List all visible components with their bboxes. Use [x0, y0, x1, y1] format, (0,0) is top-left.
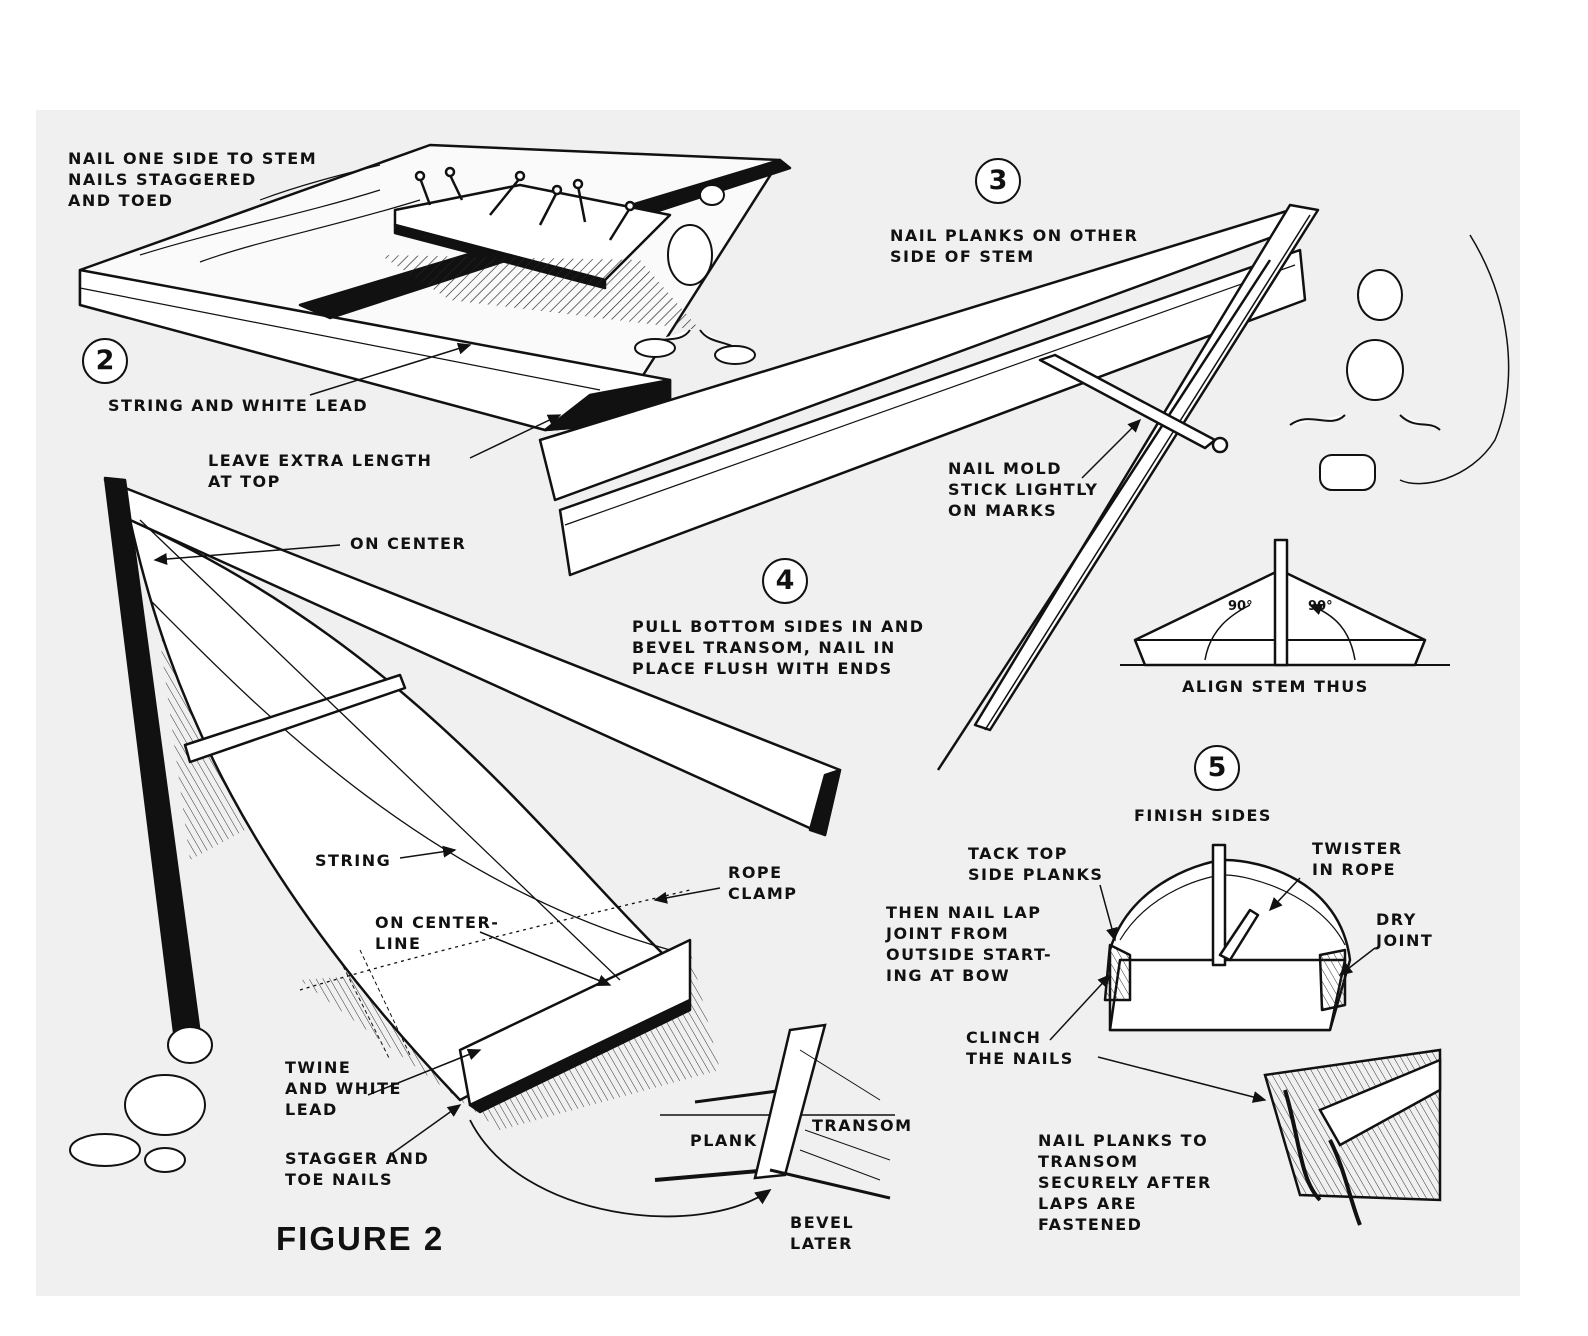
align-stem-diagram: [1120, 538, 1450, 667]
label-nail-planks-to-transom: NAIL PLANKS TO TRANSOM SECURELY AFTER LA…: [1038, 1131, 1212, 1234]
label-on-center: ON CENTER: [350, 534, 467, 553]
plank-transom-detail: [469, 1023, 895, 1218]
clinch-nails-detail: [1263, 1048, 1442, 1226]
step-3-number: 3: [975, 158, 1021, 204]
label-string-white-lead: STRING AND WHITE LEAD: [108, 396, 369, 415]
label-nail-planks-other-side: NAIL PLANKS ON OTHER SIDE OF STEM: [890, 226, 1139, 266]
label-string: STRING: [315, 851, 392, 870]
label-dry-joint: DRY JOINT: [1376, 910, 1434, 950]
label-plank: PLANK: [690, 1131, 758, 1150]
label-leave-extra-length: LEAVE EXTRA LENGTH AT TOP: [208, 451, 433, 491]
label-rope-clamp: ROPE CLAMP: [728, 863, 798, 903]
label-twister-in-rope: TWISTER IN ROPE: [1312, 839, 1403, 879]
label-clinch-nails: CLINCH THE NAILS: [966, 1028, 1074, 1068]
step-4-number: 4: [762, 558, 808, 604]
figure-title: FIGURE 2: [276, 1220, 445, 1257]
label-angle-left: 90°: [1228, 599, 1253, 614]
label-on-centerline: ON CENTER- LINE: [375, 913, 500, 953]
step2-plank-drawing: [78, 143, 792, 432]
step-5-number: 5: [1194, 745, 1240, 791]
label-finish-sides: FINISH SIDES: [1134, 806, 1272, 825]
label-nail-mold-stick: NAIL MOLD STICK LIGHTLY ON MARKS: [948, 459, 1099, 520]
label-transom: TRANSOM: [812, 1116, 913, 1135]
label-pull-bottom-sides: PULL BOTTOM SIDES IN AND BEVEL TRANSOM, …: [632, 617, 925, 678]
step5-boat-drawing: [1103, 843, 1352, 1032]
leader-lines: [153, 342, 1376, 1156]
step3-plank-drawing: [538, 203, 1510, 771]
label-bevel-later: BEVEL LATER: [790, 1213, 855, 1253]
label-twine-white-lead: TWINE AND WHITE LEAD: [285, 1058, 402, 1119]
label-tack-top: TACK TOP SIDE PLANKS: [968, 844, 1104, 884]
step-2-number: 2: [82, 338, 128, 384]
cartoon-figure-2: [1289, 234, 1510, 491]
label-stagger-toe-nails: STAGGER AND TOE NAILS: [285, 1149, 430, 1189]
label-angle-right: 90°: [1308, 599, 1333, 614]
cartoon-figure-3: [69, 1026, 213, 1173]
cartoon-figure-1: [634, 184, 756, 365]
label-nail-lap-joint: THEN NAIL LAP JOINT FROM OUTSIDE START- …: [886, 903, 1053, 985]
step4-boat-drawing: [69, 476, 842, 1173]
label-nail-one-side: NAIL ONE SIDE TO STEM NAILS STAGGERED AN…: [68, 149, 318, 210]
label-align-stem: ALIGN STEM THUS: [1182, 677, 1369, 696]
